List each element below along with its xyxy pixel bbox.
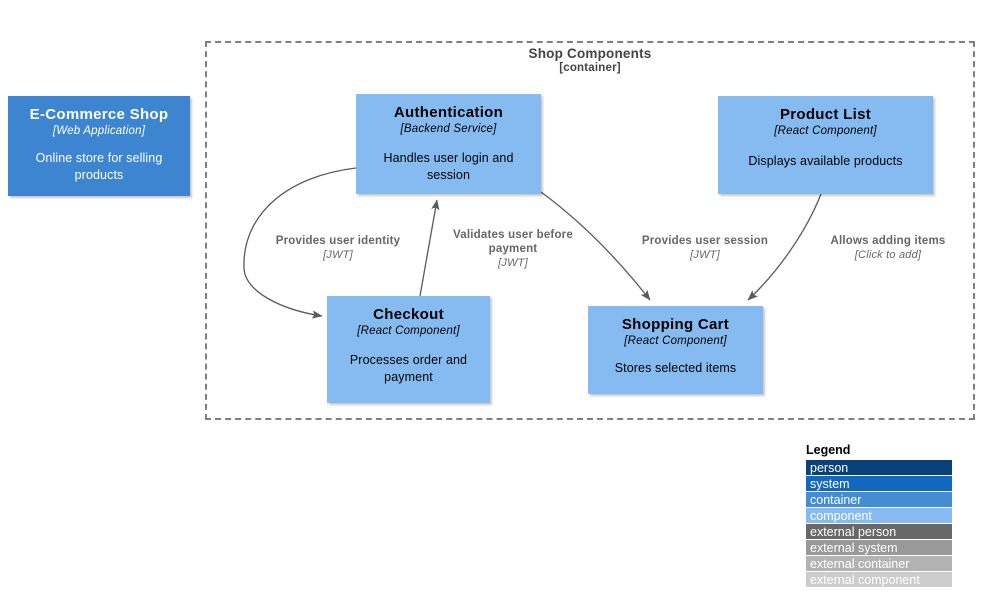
node-description: Stores selected items <box>614 361 737 375</box>
legend-row-external-person: external person <box>806 524 952 540</box>
node-type: [Backend Service] <box>400 123 497 135</box>
node-description: Displays available products <box>748 154 903 168</box>
node-product-list[interactable]: Product List [React Component] Displays … <box>718 96 933 194</box>
node-description: Processes order and payment <box>349 353 468 384</box>
relationship-text: Provides user identity <box>275 235 401 247</box>
node-title: Checkout <box>373 306 444 323</box>
node-title: Authentication <box>393 104 504 121</box>
legend-rows: person system container component external p… <box>806 460 952 588</box>
container-boundary-title-text: Shop Components <box>528 46 652 61</box>
legend-row-external-component: external component <box>806 572 952 588</box>
relationship-technology: [JWT] <box>323 249 353 261</box>
node-description: Online store for selling products <box>35 151 163 182</box>
node-description: Handles user login and session <box>383 151 514 182</box>
legend-row-container: container <box>806 492 952 508</box>
relationship-text: Provides user session <box>641 235 769 247</box>
relationship-technology: [Click to add] <box>854 249 922 261</box>
relationship-technology: [JWT] <box>498 257 528 269</box>
node-title: Shopping Cart <box>621 316 730 333</box>
relationship-technology: [JWT] <box>690 249 720 261</box>
legend-row-label: external container <box>810 557 910 571</box>
node-title: E-Commerce Shop <box>29 106 169 123</box>
legend-title: Legend <box>806 443 851 457</box>
node-shopping-cart[interactable]: Shopping Cart [React Component] Stores s… <box>588 306 763 394</box>
node-authentication[interactable]: Authentication [Backend Service] Handles… <box>356 94 541 194</box>
relationship-label-auth-to-checkout: Provides user identity [JWT] <box>248 234 428 262</box>
container-boundary <box>205 41 975 420</box>
legend-row-label: component <box>810 509 872 523</box>
node-title: Product List <box>779 106 872 123</box>
relationship-label-auth-to-cart: Provides user session [JWT] <box>620 234 790 262</box>
legend-row-label: container <box>810 493 862 507</box>
node-type: [React Component] <box>624 335 727 347</box>
relationship-text: Allows adding items <box>830 235 946 247</box>
container-boundary-subtitle: [container] <box>559 62 621 74</box>
legend-row-label: external person <box>810 525 897 539</box>
legend-row-label: external system <box>810 541 898 555</box>
legend-row-label: external component <box>810 573 920 587</box>
container-boundary-title: Shop Components [container] <box>205 46 975 76</box>
legend-row-label: system <box>810 477 850 491</box>
node-type: [React Component] <box>774 125 877 137</box>
relationship-text: Validates user before payment <box>453 229 573 255</box>
relationship-label-productlist-to-cart: Allows adding items [Click to add] <box>812 234 964 262</box>
legend-row-person: person <box>806 460 952 476</box>
relationship-label-checkout-to-auth: Validates user before payment [JWT] <box>437 228 589 270</box>
node-ecommerce-shop[interactable]: E-Commerce Shop [Web Application] Online… <box>8 96 190 196</box>
node-checkout[interactable]: Checkout [React Component] Processes ord… <box>327 296 490 403</box>
legend-row-label: person <box>810 461 849 475</box>
legend-row-component: component <box>806 508 952 524</box>
legend-row-external-container: external container <box>806 556 952 572</box>
legend-row-system: system <box>806 476 952 492</box>
legend-row-external-system: external system <box>806 540 952 556</box>
legend: Legend person system container component ext… <box>806 442 952 588</box>
node-type: [React Component] <box>357 325 460 337</box>
node-type: [Web Application] <box>52 125 146 137</box>
